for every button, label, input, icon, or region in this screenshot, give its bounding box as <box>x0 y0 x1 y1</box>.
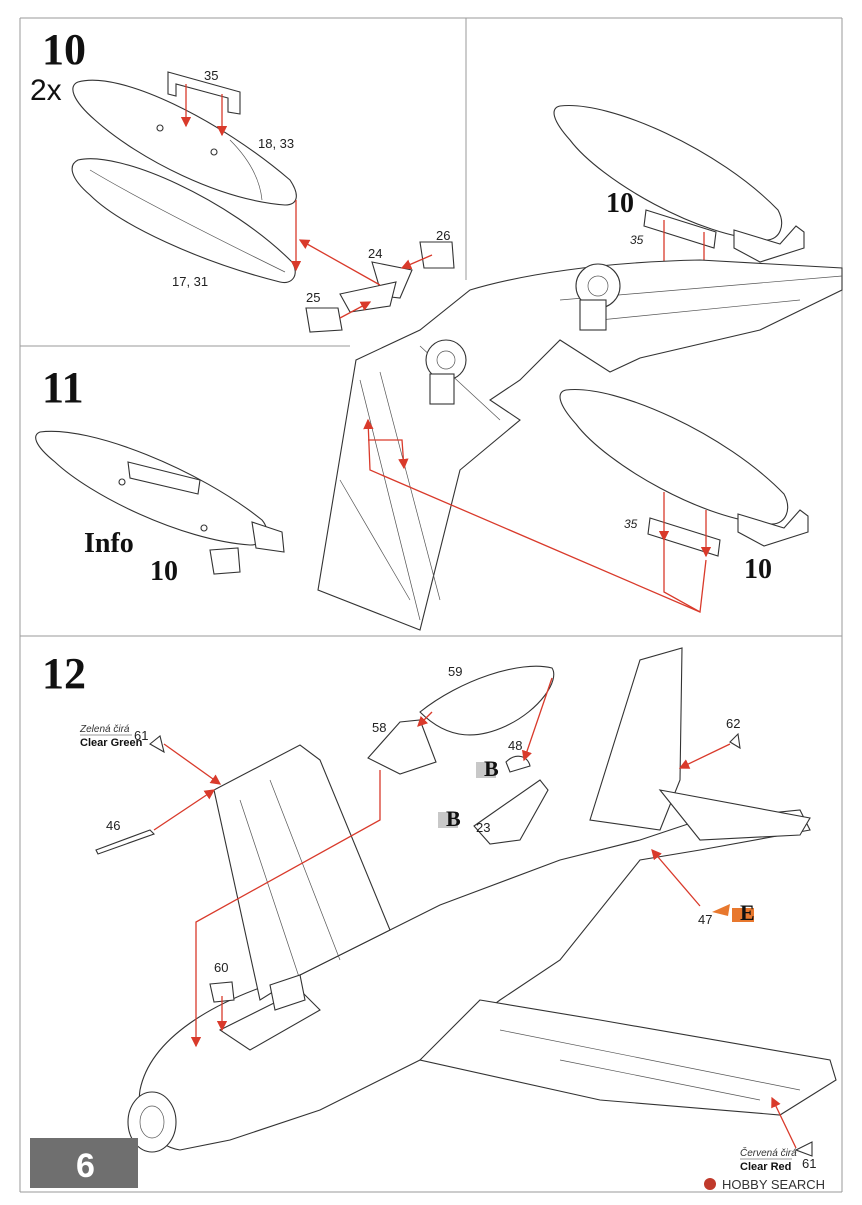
page-number: 6 <box>76 1147 95 1185</box>
step-10-number: 10 <box>42 25 86 74</box>
label-part-23: 23 <box>476 820 490 835</box>
label-part-60: 60 <box>214 960 228 975</box>
info-ref: 10 <box>150 556 178 587</box>
ref-box-b-bottom: B <box>438 806 461 831</box>
part-61-clear-red <box>794 1141 813 1157</box>
label-part-35-top: 35 <box>630 233 644 247</box>
part-26-fin <box>419 241 455 269</box>
panel-borders <box>19 17 843 1193</box>
label-part-25: 25 <box>306 290 320 305</box>
color-clear-red-en: Clear Red <box>740 1161 791 1173</box>
color-clear-green-en: Clear Green <box>80 737 143 749</box>
label-part-62: 62 <box>726 716 740 731</box>
part-23-cockpit-tub <box>473 779 549 845</box>
label-part-48: 48 <box>508 738 522 753</box>
label-part-47: 47 <box>698 912 712 927</box>
decal-e: E <box>712 900 755 925</box>
watermark-text: HOBBY SEARCH <box>722 1177 825 1192</box>
ref-10-top: 10 <box>606 188 634 219</box>
step-11-number: 11 <box>42 363 84 412</box>
watermark: HOBBY SEARCH <box>704 1177 825 1192</box>
label-part-35: 35 <box>204 68 218 83</box>
vertical-tail <box>589 647 683 831</box>
label-part-61-bottom: 61 <box>802 1156 816 1171</box>
label-part-58: 58 <box>372 720 386 735</box>
step-11: 11 Info 10 <box>35 363 285 587</box>
label-part-17-31: 17, 31 <box>172 274 208 289</box>
label-part-61-top: 61 <box>134 728 148 743</box>
svg-text:B: B <box>484 756 499 781</box>
label-part-26: 26 <box>436 228 450 243</box>
step-10: 10 2x 35 18, 33 17, 31 24 25 26 <box>30 25 455 333</box>
right-wing <box>418 999 837 1116</box>
left-wing <box>213 744 391 1001</box>
part-25-fin <box>305 307 343 333</box>
part-62 <box>729 732 741 750</box>
step-12-number: 12 <box>42 649 86 698</box>
tank-bottom-right <box>559 388 789 525</box>
step-12: 12 59 58 48 23 62 61 46 60 <box>42 647 837 1173</box>
label-part-35-bottom: 35 <box>624 517 638 531</box>
wing-assembly-view: 10 35 35 10 <box>317 104 843 631</box>
color-clear-green-cz: Zelená čirá <box>79 724 130 735</box>
assembled-tank-left <box>35 430 268 546</box>
part-48-seat <box>505 755 531 773</box>
info-label: Info <box>84 528 134 559</box>
ref-box-b-top: B <box>476 756 499 781</box>
tank-lower-half <box>71 158 296 284</box>
part-46-antenna <box>95 829 156 855</box>
nose-intake <box>127 1091 177 1153</box>
label-part-59: 59 <box>448 664 462 679</box>
label-part-18-33: 18, 33 <box>258 136 294 151</box>
label-part-24: 24 <box>368 246 382 261</box>
step-10-multiplier: 2x <box>30 74 62 107</box>
svg-text:B: B <box>446 806 461 831</box>
part-58-windscreen <box>367 719 437 775</box>
part-35-strip <box>167 71 241 115</box>
label-part-46: 46 <box>106 818 120 833</box>
part-59-canopy <box>419 665 555 736</box>
svg-text:E: E <box>740 900 755 925</box>
part-60-panel <box>209 981 235 1003</box>
part-61-clear-green <box>149 735 165 754</box>
page-number-tab: 6 <box>30 1138 138 1188</box>
color-clear-red-cz: Červená čirá <box>740 1146 797 1159</box>
tank-upper-half <box>72 79 297 206</box>
ref-10-bottom: 10 <box>744 554 772 585</box>
